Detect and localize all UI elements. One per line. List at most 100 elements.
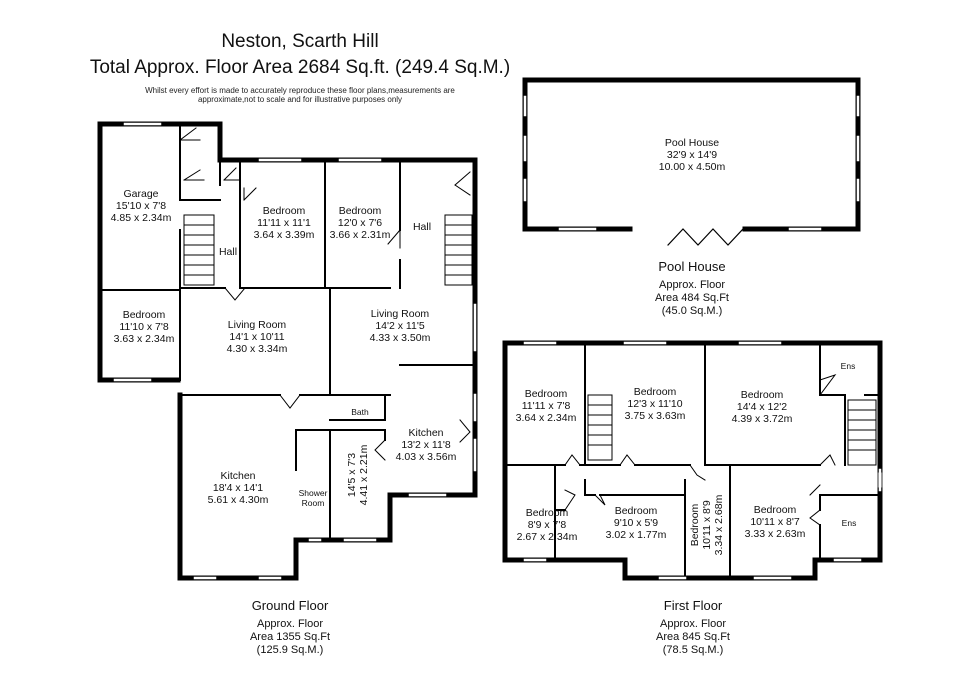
ground-floor-inner-walls [99, 123, 476, 541]
room-size-metric: 3.34 x 2.68m [713, 494, 725, 556]
room-name: Kitchen [408, 427, 444, 439]
floor-approx: Approx. Floor [658, 279, 726, 291]
room-name: Hall [412, 221, 432, 233]
room-label-bedroom: Bedroom 9'10 x 5'9 3.02 x 1.77m [606, 505, 667, 541]
room-size-metric: 2.67 x 2.34m [516, 531, 578, 543]
room-size-metric: 3.02 x 1.77m [605, 529, 667, 541]
room-label-ensuite: Ens [841, 361, 856, 371]
room-size-imperial: 11'11 x 11'1 [257, 217, 311, 229]
room-size-metric: 10.00 x 4.50m [658, 161, 726, 173]
room-size-metric: 4.39 x 3.72m [731, 413, 793, 425]
room-size-imperial: 11'11 x 7'8 [521, 400, 571, 412]
room-label-living-room: Living Room 14'2 x 11'5 4.33 x 3.50m [370, 308, 431, 344]
room-name: Bedroom [633, 386, 677, 398]
floor-area-metric: (45.0 Sq.M.) [661, 305, 723, 317]
room-label-bedroom: Bedroom 11'11 x 7'8 3.64 x 2.34m [516, 388, 577, 424]
room-size-imperial: 11'10 x 7'8 [119, 321, 169, 333]
room-size-imperial: 14'4 x 12'2 [736, 401, 788, 413]
pool-house-windows-lines [522, 96, 861, 232]
floor-name: First Floor [663, 598, 723, 613]
room-size-imperial: 9'10 x 5'9 [613, 517, 659, 529]
floor-area-metric: (78.5 Sq.M.) [662, 644, 724, 656]
room-name: Bedroom [753, 504, 797, 516]
room-size-imperial: 10'11 x 8'9 [701, 500, 713, 550]
room-name: Bedroom [740, 389, 784, 401]
floor-approx: Approx. Floor [256, 618, 324, 630]
room-name: Bedroom [122, 309, 166, 321]
room-size-metric: 3.33 x 2.63m [744, 528, 806, 540]
room-size-metric: 4.30 x 3.34m [226, 343, 288, 355]
room-name: Bedroom [524, 388, 568, 400]
total-floor-area: Total Approx. Floor Area 2684 Sq.ft. (24… [89, 57, 511, 78]
room-size-metric: 4.85 x 2.34m [110, 212, 172, 224]
room-name: Bedroom [525, 507, 569, 519]
room-label-bedroom: Bedroom 8'9 x 7'8 2.67 x 2.34m [517, 507, 578, 543]
disclaimer-line-1: Whilst every effort is made to accuratel… [145, 86, 455, 95]
room-label-kitchen: Kitchen 13'2 x 11'8 4.03 x 3.56m [396, 427, 457, 463]
floor-area-metric: (125.9 Sq.M.) [256, 644, 324, 656]
room-size-imperial: 14'2 x 11'5 [375, 320, 425, 332]
ground-floor-doors [179, 127, 471, 461]
floor-area: Area 484 Sq.Ft [655, 292, 729, 304]
first-floor-window-lines [524, 340, 883, 581]
floor-area: Area 1355 Sq.Ft [249, 631, 331, 643]
bifold-doors [667, 228, 744, 246]
room-name: Garage [123, 188, 159, 200]
room-size-metric: 5.61 x 4.30m [207, 494, 269, 506]
pool-house-walls [522, 77, 861, 232]
room-size-imperial: 32'9 x 14'9 [666, 149, 718, 161]
room-name: Living Room [227, 319, 287, 331]
room-label-bedroom: Bedroom 12'3 x 11'10 3.75 x 3.63m [625, 386, 686, 422]
room-name-line-2: Room [301, 498, 325, 508]
room-size-metric: 3.75 x 3.63m [624, 410, 686, 422]
room-size-metric: 3.64 x 3.39m [253, 229, 315, 241]
floor-caption-pool-house: Pool House Approx. Floor Area 484 Sq.Ft … [655, 258, 729, 318]
room-label-hall: Hall [413, 221, 431, 233]
room-name: Ens [840, 361, 856, 371]
room-label-living-room: Living Room 14'1 x 10'11 4.30 x 3.34m [227, 319, 288, 355]
room-size-imperial: 13'2 x 11'8 [401, 439, 451, 451]
room-name: Bath [351, 407, 369, 417]
disclaimer-line-2: approximate,not to scale and for illustr… [197, 95, 403, 104]
ground-floor-stairs [183, 214, 473, 286]
room-label-garage: Garage 15'10 x 7'8 4.85 x 2.34m [111, 188, 172, 224]
first-floor-stairs [587, 394, 877, 466]
room-label-ensuite: Ens [842, 518, 857, 528]
room-size-metric: 3.63 x 2.34m [113, 333, 175, 345]
room-label-bath: Bath [351, 407, 369, 417]
room-name: Pool House [664, 137, 720, 149]
room-label-kitchen: Kitchen 18'4 x 14'1 5.61 x 4.30m [208, 470, 269, 506]
floor-name: Ground Floor [251, 598, 329, 613]
room-name: Bedroom [689, 503, 701, 547]
room-label-bedroom: Bedroom 11'11 x 11'1 3.64 x 3.39m [254, 205, 315, 241]
room-label-bedroom: Bedroom 12'0 x 7'6 3.66 x 2.31m [330, 205, 391, 241]
ground-floor-windows [113, 122, 477, 580]
room-size-imperial: 8'9 x 7'8 [527, 519, 567, 531]
room-name: Bedroom [614, 505, 658, 517]
room-name-line-1: Shower [298, 488, 328, 498]
first-floor-windows [523, 341, 882, 580]
room-size-imperial: 15'10 x 7'8 [115, 200, 167, 212]
room-name: Kitchen [220, 470, 256, 482]
first-floor-doors [564, 374, 837, 526]
room-size-imperial: 14'5 x 7'3 [346, 452, 358, 498]
room-size-metric: 4.41 x 2.21m [358, 444, 370, 506]
room-label-hall: Hall [219, 246, 237, 258]
room-size-metric: 3.64 x 2.34m [515, 412, 577, 424]
first-floor-inner-walls [504, 342, 881, 579]
room-name: Hall [218, 246, 238, 258]
ground-floor-window-lines [114, 121, 478, 581]
room-name: Ens [841, 518, 857, 528]
room-size-imperial: 12'0 x 7'6 [337, 217, 383, 229]
room-name: Bedroom [338, 205, 382, 217]
floor-caption-ground-floor: Ground Floor Approx. Floor Area 1355 Sq.… [250, 597, 330, 657]
room-size-imperial: 14'1 x 10'11 [229, 331, 285, 343]
room-name: Bedroom [262, 205, 306, 217]
room-size-metric: 4.33 x 3.50m [369, 332, 431, 344]
room-name: Living Room [370, 308, 430, 320]
room-label-bedroom: Bedroom 10'11 x 8'9 3.34 x 2.68m [689, 495, 725, 556]
floor-area: Area 845 Sq.Ft [656, 631, 730, 643]
room-label-pool-house: Pool House 32'9 x 14'9 10.00 x 4.50m [659, 137, 726, 173]
room-label-shower-room: Shower Room [299, 488, 328, 508]
